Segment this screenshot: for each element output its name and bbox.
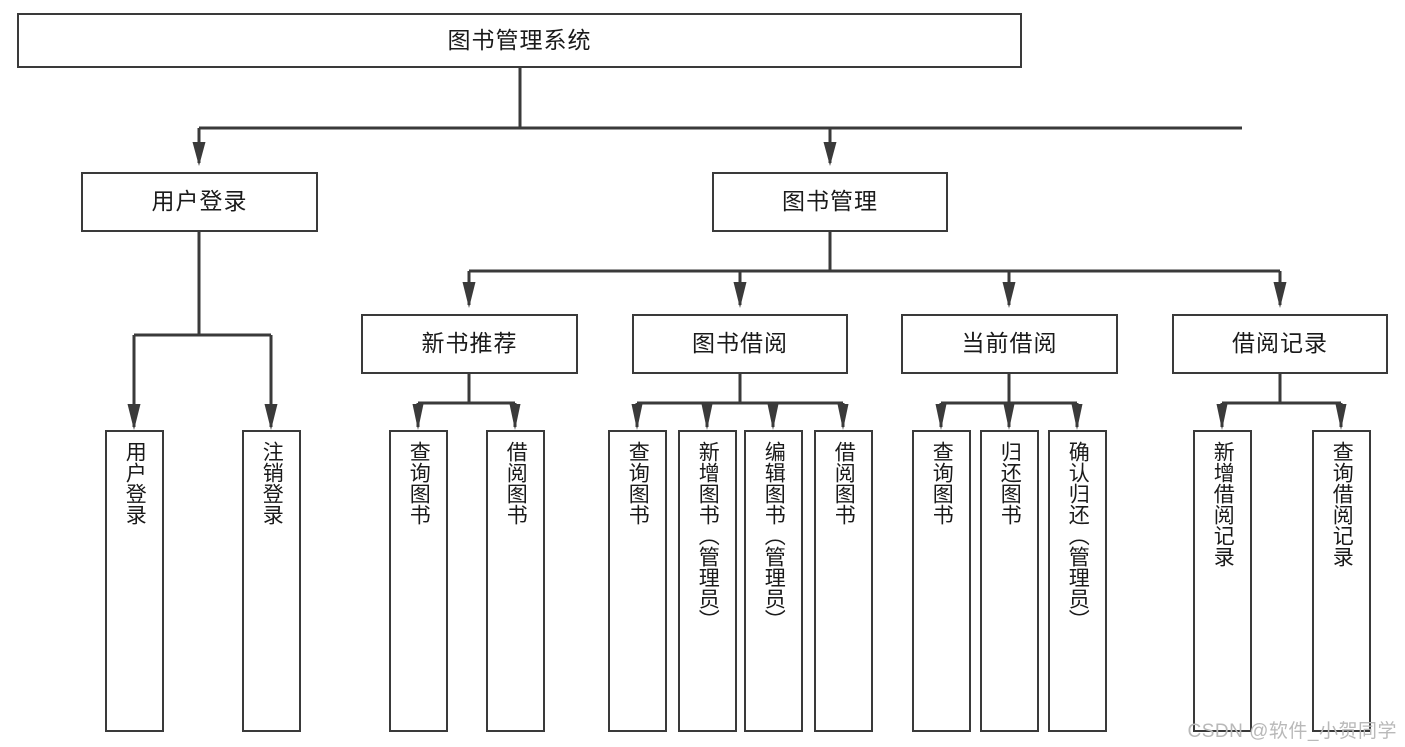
node-label: 确认归还（管理员） bbox=[1066, 441, 1090, 630]
node-leaf-query-book-3[interactable]: 查询图书 bbox=[912, 430, 971, 732]
node-root-system[interactable]: 图书管理系统 bbox=[17, 13, 1022, 68]
node-label: 新增借阅记录 bbox=[1211, 441, 1235, 567]
node-leaf-edit-book[interactable]: 编辑图书（管理员） bbox=[744, 430, 803, 732]
node-leaf-user-logout[interactable]: 注销登录 bbox=[242, 430, 301, 732]
node-leaf-add-book[interactable]: 新增图书（管理员） bbox=[678, 430, 737, 732]
node-label: 借阅图书 bbox=[504, 441, 528, 525]
node-label: 图书管理 bbox=[782, 188, 878, 215]
node-label: 注销登录 bbox=[260, 441, 284, 525]
node-user-login[interactable]: 用户登录 bbox=[81, 172, 318, 232]
node-leaf-return-book[interactable]: 归还图书 bbox=[980, 430, 1039, 732]
node-leaf-query-book-2[interactable]: 查询图书 bbox=[608, 430, 667, 732]
node-book-management[interactable]: 图书管理 bbox=[712, 172, 948, 232]
node-label: 查询借阅记录 bbox=[1330, 441, 1354, 567]
watermark-text: CSDN @软件_小贺同学 bbox=[1187, 721, 1397, 742]
node-leaf-confirm-return[interactable]: 确认归还（管理员） bbox=[1048, 430, 1107, 732]
node-label: 用户登录 bbox=[151, 188, 248, 215]
node-label: 编辑图书（管理员） bbox=[762, 441, 786, 630]
node-borrow-record[interactable]: 借阅记录 bbox=[1172, 314, 1388, 374]
node-label: 查询图书 bbox=[930, 441, 954, 525]
node-book-borrow[interactable]: 图书借阅 bbox=[632, 314, 848, 374]
node-leaf-query-book-1[interactable]: 查询图书 bbox=[389, 430, 448, 732]
node-label: 借阅图书 bbox=[832, 441, 856, 525]
node-label: 新增图书（管理员） bbox=[696, 441, 720, 630]
node-leaf-borrow-book-2[interactable]: 借阅图书 bbox=[814, 430, 873, 732]
node-label: 当前借阅 bbox=[961, 330, 1058, 357]
node-label: 查询图书 bbox=[626, 441, 650, 525]
node-label: 新书推荐 bbox=[421, 330, 518, 357]
node-current-borrow[interactable]: 当前借阅 bbox=[901, 314, 1118, 374]
node-leaf-user-login[interactable]: 用户登录 bbox=[105, 430, 164, 732]
node-label: 用户登录 bbox=[123, 441, 147, 525]
node-leaf-borrow-book-1[interactable]: 借阅图书 bbox=[486, 430, 545, 732]
node-new-book-recommend[interactable]: 新书推荐 bbox=[361, 314, 578, 374]
node-label: 借阅记录 bbox=[1232, 330, 1328, 357]
node-label: 归还图书 bbox=[998, 441, 1022, 525]
node-label: 图书管理系统 bbox=[447, 26, 592, 53]
node-leaf-add-record[interactable]: 新增借阅记录 bbox=[1193, 430, 1252, 732]
node-label: 查询图书 bbox=[407, 441, 431, 525]
node-leaf-query-record[interactable]: 查询借阅记录 bbox=[1312, 430, 1371, 732]
node-label: 图书借阅 bbox=[692, 330, 788, 357]
